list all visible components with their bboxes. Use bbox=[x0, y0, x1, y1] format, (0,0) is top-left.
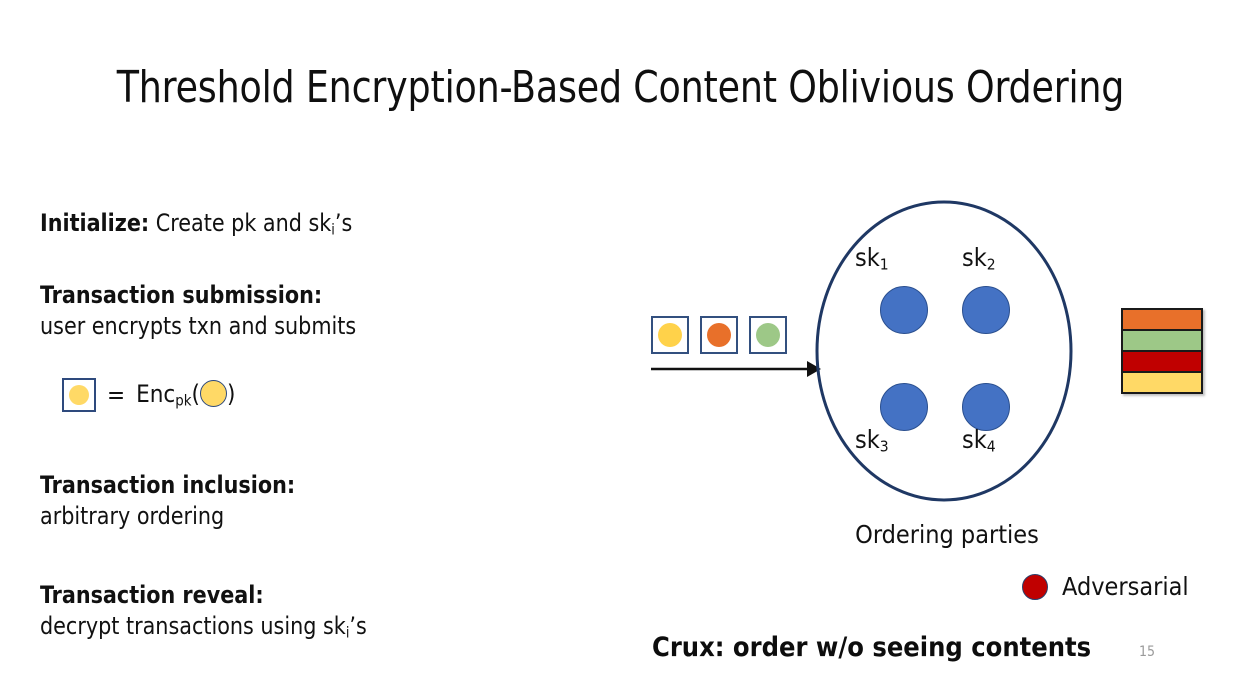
ciphertext-box bbox=[62, 378, 96, 412]
equals-sign: = bbox=[107, 381, 126, 409]
ordered-block-stack bbox=[1121, 308, 1203, 394]
step-submission-lead: Transaction submission: bbox=[40, 281, 323, 309]
enc-function-label: Encpk() bbox=[136, 380, 236, 410]
party-label-sk1-text: sk bbox=[855, 243, 880, 272]
party-label-sk2-text: sk bbox=[962, 243, 987, 272]
step-initialize-text: Create pk and sk bbox=[149, 209, 332, 237]
party-label-sk3-text: sk bbox=[855, 425, 880, 454]
step-initialize-tail: ’s bbox=[334, 209, 353, 237]
step-reveal-subscript: i bbox=[345, 622, 350, 641]
step-reveal-lead: Transaction reveal: bbox=[40, 581, 264, 609]
adversarial-legend-label: Adversarial bbox=[1062, 572, 1189, 601]
ordering-party-node-2 bbox=[962, 286, 1010, 334]
incoming-transactions bbox=[651, 316, 787, 354]
enc-close-paren: ) bbox=[226, 380, 236, 409]
party-label-sk1: sk1 bbox=[855, 243, 889, 273]
txn-yellow-dot-icon bbox=[658, 323, 682, 347]
incoming-txn-box-1 bbox=[651, 316, 689, 354]
step-reveal: Transaction reveal: decrypt transactions… bbox=[40, 580, 367, 642]
ciphertext-dot-icon bbox=[69, 385, 89, 405]
page-title: Threshold Encryption-Based Content Obliv… bbox=[116, 62, 1125, 113]
ordered-block-2 bbox=[1123, 331, 1201, 352]
ordering-parties-caption: Ordering parties bbox=[855, 520, 1039, 549]
ordered-block-3 bbox=[1123, 352, 1201, 373]
party-label-sk3: sk3 bbox=[855, 425, 889, 455]
party-label-sk4: sk4 bbox=[962, 425, 996, 455]
party-label-sk2-subscript: 2 bbox=[986, 255, 996, 274]
step-submission: Transaction submission: user encrypts tx… bbox=[40, 280, 356, 341]
step-inclusion-detail: arbitrary ordering bbox=[40, 501, 225, 530]
step-initialize-subscript: i bbox=[331, 220, 335, 239]
flow-arrow-icon bbox=[651, 361, 821, 377]
step-initialize-lead: Initialize: bbox=[40, 209, 150, 237]
encryption-definition: = Encpk() bbox=[62, 378, 235, 412]
party-label-sk4-text: sk bbox=[962, 425, 987, 454]
step-inclusion-lead: Transaction inclusion: bbox=[40, 471, 296, 499]
incoming-txn-box-3 bbox=[749, 316, 787, 354]
ordering-party-node-4 bbox=[962, 383, 1010, 431]
enc-open-paren: ( bbox=[191, 380, 200, 409]
incoming-txn-box-2 bbox=[700, 316, 738, 354]
step-reveal-detail-text: decrypt transactions using sk bbox=[40, 611, 346, 640]
txn-green-dot-icon bbox=[756, 323, 780, 347]
plaintext-dot-icon bbox=[199, 380, 227, 408]
ordered-block-4 bbox=[1123, 373, 1201, 392]
enc-function-name: Enc bbox=[136, 380, 176, 409]
adversarial-dot-icon bbox=[1022, 573, 1048, 600]
step-reveal-tail: ’s bbox=[349, 611, 367, 640]
ordered-block-1 bbox=[1123, 310, 1201, 331]
adversarial-legend: Adversarial bbox=[1022, 572, 1189, 601]
slide-number: 15 bbox=[1139, 644, 1156, 660]
step-submission-detail: user encrypts txn and submits bbox=[40, 311, 357, 340]
enc-function-subscript: pk bbox=[175, 391, 192, 410]
party-label-sk2: sk2 bbox=[962, 243, 996, 273]
step-reveal-detail: decrypt transactions using ski’s bbox=[40, 611, 367, 642]
step-initialize: Initialize: Create pk and ski’s bbox=[40, 208, 352, 239]
crux-statement: Crux: order w/o seeing contents bbox=[652, 632, 1092, 663]
step-inclusion: Transaction inclusion: arbitrary orderin… bbox=[40, 470, 295, 531]
party-label-sk4-subscript: 4 bbox=[986, 437, 996, 456]
party-label-sk3-subscript: 3 bbox=[879, 437, 889, 456]
ordering-party-node-3 bbox=[880, 383, 928, 431]
ordering-party-node-1 bbox=[880, 286, 928, 334]
party-label-sk1-subscript: 1 bbox=[879, 255, 889, 274]
ordering-parties-oval bbox=[815, 200, 1073, 502]
txn-orange-dot-icon bbox=[707, 323, 731, 347]
